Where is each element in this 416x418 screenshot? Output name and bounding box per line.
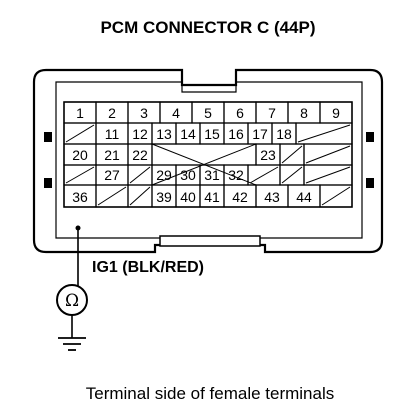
terminal-number: 21 (104, 147, 120, 163)
probe-tip (75, 225, 81, 231)
empty-cavity-slash (65, 166, 95, 184)
ground-icon (58, 337, 86, 351)
connector-housing-inner (55, 81, 363, 239)
terminal-cell (151, 143, 257, 166)
empty-cavity-slash (65, 124, 95, 143)
ohm-icon: Ω (65, 291, 79, 311)
terminal-number: 13 (156, 126, 172, 142)
left-latch-top (44, 132, 52, 142)
empty-cavity-slash (249, 166, 279, 184)
terminal-number: 42 (232, 189, 248, 205)
left-latch-bottom (44, 178, 52, 188)
empty-cavity-slash (129, 186, 151, 206)
terminal-number: 31 (204, 167, 220, 183)
bottom-key-tab (159, 235, 261, 247)
terminal-number: 3 (140, 105, 148, 121)
diagram-caption: Terminal side of female terminals (86, 384, 334, 403)
empty-cavity-slash (305, 166, 351, 184)
terminal-number: 11 (105, 126, 120, 142)
terminal-number: 5 (204, 105, 212, 121)
terminal-number: 2 (108, 105, 116, 121)
terminal-cell (319, 184, 353, 208)
terminal-number: 14 (180, 126, 196, 142)
terminal-number: 41 (204, 189, 220, 205)
right-latch-top (366, 132, 374, 142)
terminal-number: 4 (172, 105, 180, 121)
terminal-number: 22 (132, 147, 148, 163)
terminal-number: 15 (204, 126, 220, 142)
empty-cavity-slash (321, 186, 351, 206)
empty-cavity-slash (281, 145, 303, 164)
terminal-number: 20 (72, 147, 88, 163)
terminal-number: 23 (260, 147, 276, 163)
terminal-number: 36 (72, 189, 88, 205)
terminal-number: 30 (180, 167, 196, 183)
empty-cavity-slash (129, 166, 151, 184)
terminal-number: 8 (300, 105, 308, 121)
right-latch-bottom (366, 178, 374, 188)
empty-cavity-slash (281, 166, 303, 184)
empty-cavity-slash (297, 124, 351, 143)
terminal-number: 6 (236, 105, 244, 121)
probe-label: IG1 (BLK/RED) (92, 259, 204, 276)
terminal-number: 29 (156, 167, 172, 183)
terminal-number: 16 (228, 126, 244, 142)
terminal-number: 7 (268, 105, 276, 121)
diagram-title: PCM CONNECTOR C (44P) (100, 18, 315, 37)
empty-cavity-slash (97, 186, 127, 206)
terminal-number: 18 (276, 126, 292, 142)
terminal-number: 43 (264, 189, 280, 205)
empty-cavity-slash (305, 145, 351, 164)
terminal-number: 12 (132, 126, 148, 142)
connector-housing-outline (32, 68, 384, 254)
terminal-number: 9 (332, 105, 340, 121)
terminal-number: 44 (296, 189, 312, 205)
terminal-number: 1 (76, 105, 84, 121)
terminal-number: 40 (180, 189, 196, 205)
terminal-number: 27 (104, 167, 120, 183)
terminal-number: 39 (156, 189, 172, 205)
terminal-number: 17 (252, 126, 268, 142)
terminal-number: 32 (228, 167, 244, 183)
